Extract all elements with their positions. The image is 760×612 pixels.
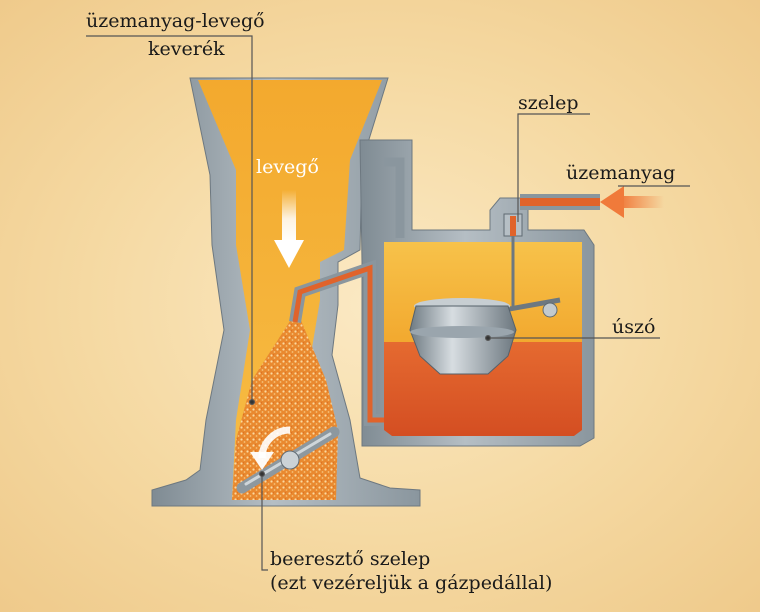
label-mixture-line1: üzemanyag-levegő bbox=[86, 10, 265, 32]
fuel-arrow-icon bbox=[600, 186, 624, 218]
leader-throttle-dot bbox=[259, 471, 266, 478]
air-arrow-icon bbox=[274, 240, 304, 268]
float bbox=[409, 305, 517, 375]
air-passage bbox=[198, 80, 382, 500]
label-fuel: üzemanyag bbox=[566, 162, 676, 184]
label-throttle-line2: (ezt vezéreljük a gázpedállal) bbox=[270, 572, 553, 594]
label-valve: szelep bbox=[518, 92, 579, 114]
fuel-tube-core bbox=[292, 264, 384, 423]
leader-mixture bbox=[86, 35, 253, 400]
float-band bbox=[410, 326, 514, 338]
label-throttle-line1: beeresztő szelep bbox=[270, 548, 431, 570]
leader-float-dot bbox=[485, 335, 492, 342]
leader-throttle bbox=[261, 474, 268, 571]
label-air: levegő bbox=[256, 156, 319, 178]
rotation-arrowhead-icon bbox=[250, 452, 274, 470]
leader-lines bbox=[86, 35, 690, 571]
needle-valve bbox=[510, 216, 516, 236]
label-float: úszó bbox=[612, 316, 656, 338]
leader-mixture-dot bbox=[249, 399, 256, 406]
leader-valve bbox=[517, 113, 590, 222]
lever-pivot bbox=[542, 302, 558, 318]
fuel-arrow-shaft bbox=[620, 196, 664, 208]
throttle-shaft bbox=[280, 450, 300, 470]
label-mixture-line2: keverék bbox=[148, 38, 225, 60]
air-arrow-shaft bbox=[282, 190, 296, 242]
vent-pipe bbox=[384, 157, 405, 238]
fuel-inlet-core bbox=[520, 198, 600, 206]
